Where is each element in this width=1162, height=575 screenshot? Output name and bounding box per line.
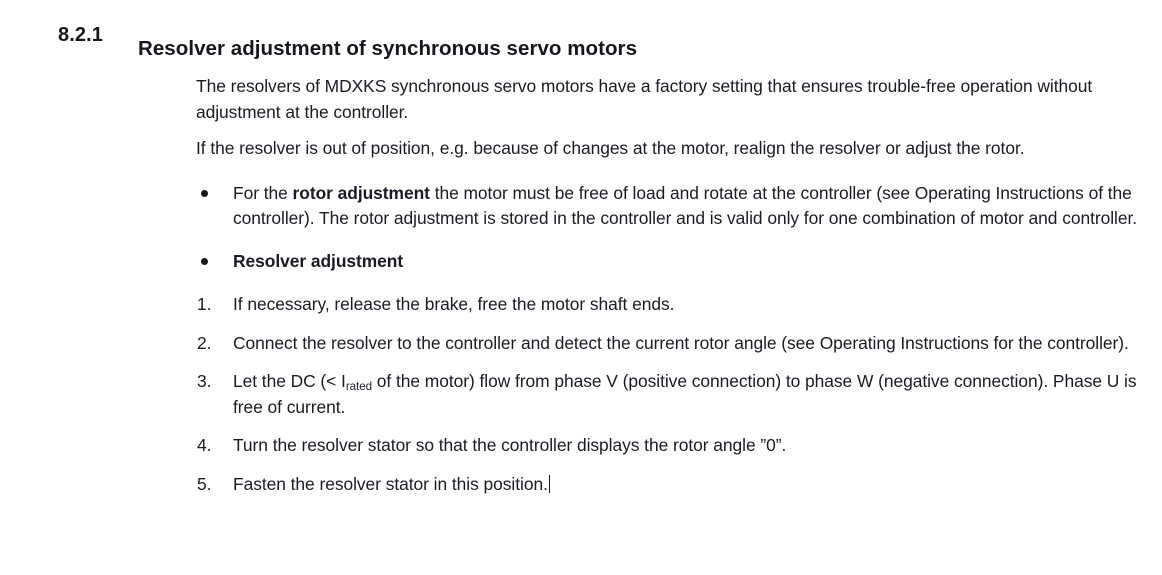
list-item: For the rotor adjustment the motor must … bbox=[196, 181, 1156, 232]
list-item: 1. If necessary, release the brake, free… bbox=[196, 292, 1156, 318]
step-text: Turn the resolver stator so that the con… bbox=[233, 435, 787, 455]
step-text-after-subscript: of the motor) flow from phase V (positiv… bbox=[233, 371, 1137, 417]
step-text-before-subscript: Let the DC (< I bbox=[233, 371, 346, 391]
subscript-rated: rated bbox=[345, 380, 373, 393]
bullet-dot-icon bbox=[201, 257, 208, 265]
bullet-text-bold: rotor adjustment bbox=[292, 182, 430, 203]
step-marker: 2. bbox=[197, 332, 212, 353]
step-marker: 1. bbox=[197, 294, 212, 314]
numbered-step-list: 1. If necessary, release the brake, free… bbox=[196, 292, 1156, 497]
step-text: If necessary, release the brake, free th… bbox=[233, 294, 675, 314]
list-item: 2. Connect the resolver to the controlle… bbox=[196, 331, 1156, 357]
list-item: 5. Fasten the resolver stator in this po… bbox=[196, 472, 1156, 498]
list-item: Resolver adjustment bbox=[196, 249, 1156, 275]
text-cursor-caret bbox=[548, 474, 550, 493]
step-marker: 5. bbox=[197, 473, 212, 494]
bullet-text-bold-lead: Resolver adjustment bbox=[233, 250, 404, 271]
step-marker: 3. bbox=[197, 371, 212, 391]
step-marker: 4. bbox=[197, 435, 212, 455]
bullet-text-suffix: the motor must be free of load and rotat… bbox=[233, 182, 1138, 229]
body-content: The resolvers of MDXKS synchronous servo… bbox=[196, 74, 1156, 497]
list-item: 4. Turn the resolver stator so that the … bbox=[196, 433, 1156, 459]
bullet-text-prefix: For the bbox=[233, 182, 293, 203]
bullet-list: For the rotor adjustment the motor must … bbox=[196, 181, 1156, 275]
section-number: 8.2.1 bbox=[58, 24, 103, 46]
intro-paragraph-1: The resolvers of MDXKS synchronous servo… bbox=[196, 76, 1093, 122]
step-text: Fasten the resolver stator in this posit… bbox=[233, 473, 548, 494]
list-item: 3. Let the DC (< Irated of the motor) fl… bbox=[196, 369, 1156, 420]
intro-paragraph-2: If the resolver is out of position, e.g.… bbox=[196, 138, 1025, 158]
section-heading: 8.2.1 Resolver adjustment of synchronous… bbox=[0, 22, 1162, 75]
bullet-dot-icon bbox=[201, 189, 208, 197]
step-text: Connect the resolver to the controller a… bbox=[233, 332, 1129, 353]
page-title: Resolver adjustment of synchronous servo… bbox=[138, 36, 638, 60]
